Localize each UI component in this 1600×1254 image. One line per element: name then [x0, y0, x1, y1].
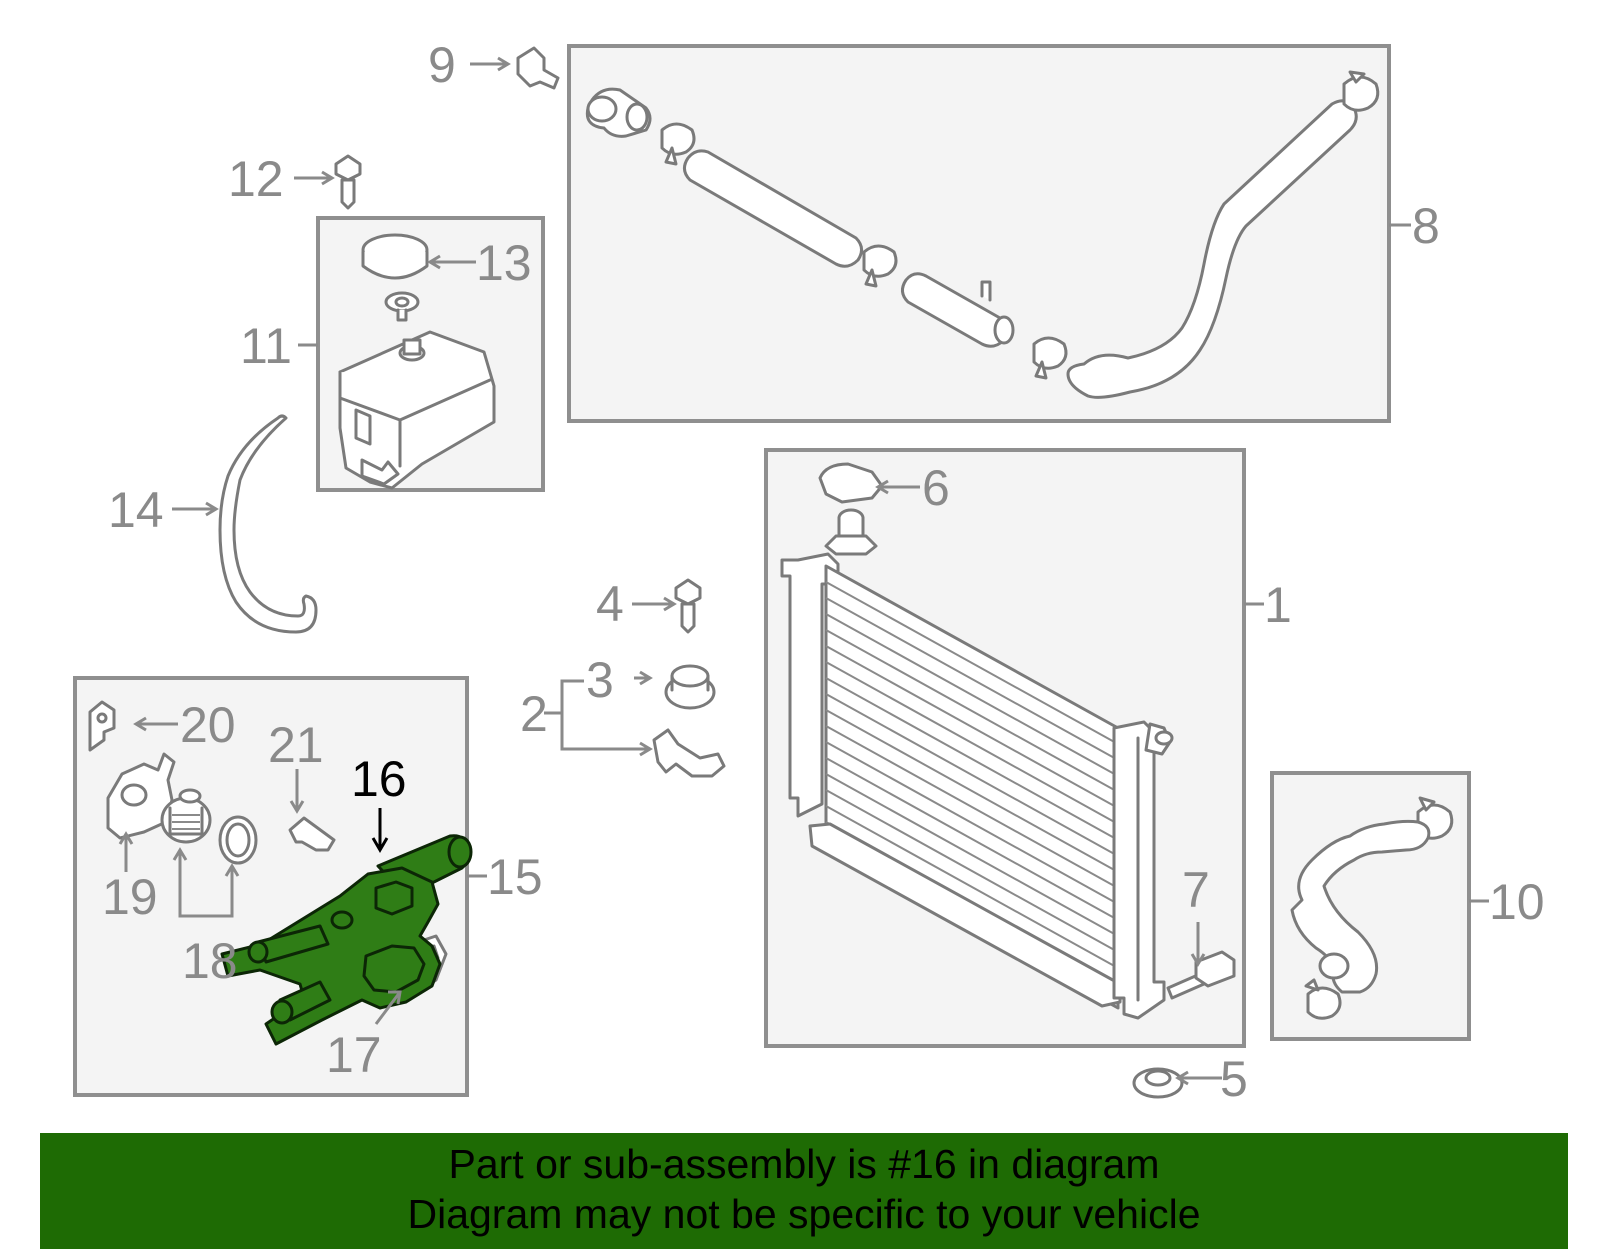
- callout-18: 18: [182, 933, 238, 989]
- part-info-banner: Part or sub-assembly is #16 in diagram D…: [40, 1133, 1568, 1249]
- clip-part-9: [516, 46, 560, 90]
- callout-14: 14: [108, 482, 164, 538]
- hose-group-box-8: [567, 44, 1391, 423]
- callout-20: 20: [180, 697, 236, 753]
- drain-plug-part-7: [1166, 950, 1236, 1000]
- radiator-assembly: [780, 462, 1174, 1020]
- lower-hose-assembly: [1290, 796, 1454, 1020]
- callout-9: 9: [428, 37, 456, 93]
- callout-16: 16: [351, 751, 407, 807]
- mount-part-5: [1132, 1067, 1184, 1099]
- coolant-reservoir-assembly: [338, 233, 496, 490]
- bolt-part-12: [334, 154, 362, 210]
- callout-11: 11: [240, 318, 292, 374]
- banner-line-2: Diagram may not be specific to your vehi…: [407, 1191, 1201, 1237]
- callout-19: 19: [102, 869, 158, 925]
- callout-15: 15: [487, 849, 543, 905]
- callout-13: 13: [476, 235, 532, 291]
- water-outlet-housing-part-16: [220, 834, 473, 1046]
- callout-17: 17: [326, 1027, 382, 1083]
- callout-7: 7: [1182, 862, 1210, 918]
- bolt-part-4: [674, 578, 702, 634]
- callout-8: 8: [1412, 198, 1440, 254]
- upper-hose-assembly: [585, 70, 1380, 399]
- callout-labels: 1 2 3 4 5 6 7 8 9 10 11 12 13 14 15 16 1…: [102, 37, 1545, 1107]
- callout-4: 4: [596, 576, 624, 632]
- leader-lines: [118, 56, 1489, 1086]
- callout-2: 2: [520, 686, 548, 742]
- callout-1: 1: [1264, 577, 1292, 633]
- callout-12: 12: [228, 151, 284, 207]
- callout-10: 10: [1489, 874, 1545, 930]
- callout-6: 6: [922, 460, 950, 516]
- callout-3: 3: [586, 652, 614, 708]
- mount-part-3: [664, 664, 716, 710]
- banner-line-1: Part or sub-assembly is #16 in diagram: [448, 1141, 1160, 1187]
- bracket-part-2: [652, 728, 726, 778]
- callout-21: 21: [268, 717, 324, 773]
- overflow-hose-part-14: [218, 414, 318, 634]
- callout-5: 5: [1220, 1051, 1248, 1107]
